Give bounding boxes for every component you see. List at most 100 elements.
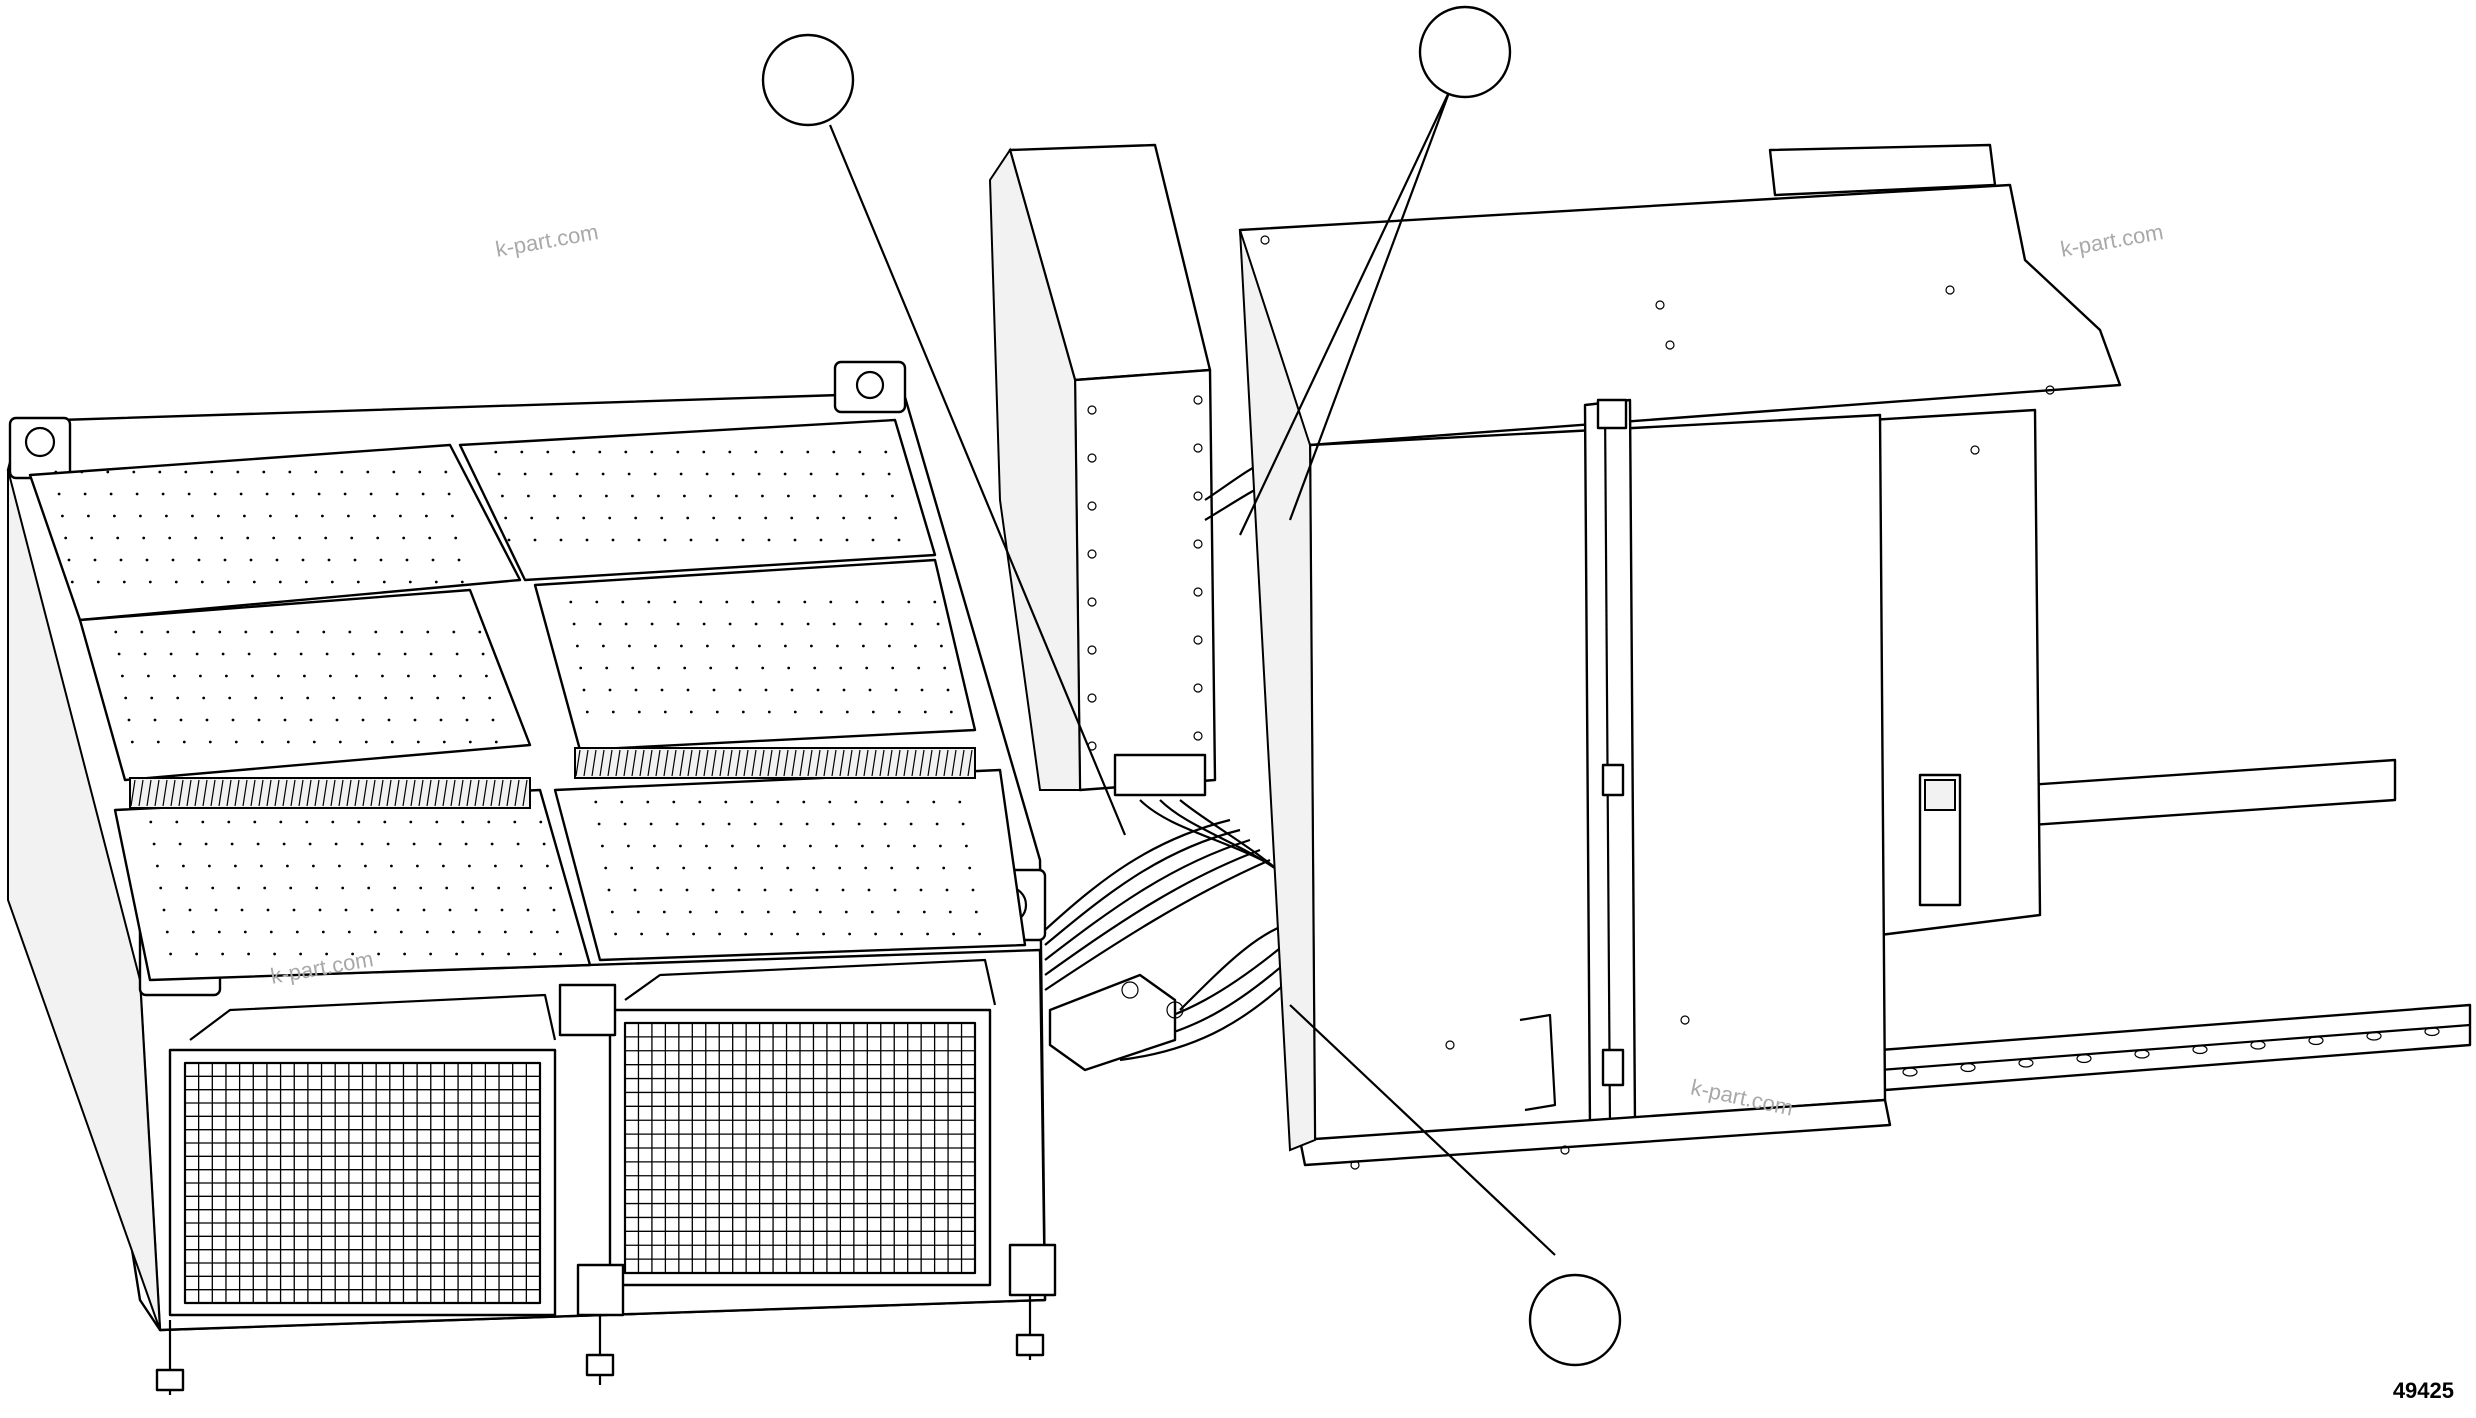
perforation-dot	[627, 472, 631, 476]
perforation-dot	[744, 932, 747, 936]
perforation-dot	[409, 820, 413, 824]
perforation-dot	[457, 558, 461, 562]
perforation-dot	[650, 622, 654, 626]
perforation-dot	[906, 800, 910, 804]
perforation-dot	[143, 652, 147, 656]
vent-slot	[967, 749, 973, 777]
perforation-dot	[195, 652, 199, 656]
leader-top-right-a	[1239, 89, 1451, 536]
perforation-dot	[725, 600, 729, 604]
perforation-dot	[327, 558, 331, 562]
perforation-dot	[624, 622, 628, 626]
perforation-dot	[910, 622, 914, 626]
perforation-dot	[109, 492, 113, 496]
perforation-dot	[865, 494, 868, 498]
perforation-dot	[204, 842, 208, 846]
perforation-dot	[159, 886, 163, 890]
perforation-dot	[497, 472, 501, 476]
perforation-dot	[549, 472, 553, 476]
vent-slot	[234, 779, 240, 807]
leader-top-right-b	[1288, 89, 1452, 521]
perforation-dot	[949, 710, 953, 714]
perforation-dot	[761, 666, 765, 670]
perforation-dot	[263, 886, 267, 890]
perforation-dot	[682, 866, 686, 870]
perforation-dot	[630, 866, 634, 870]
perforation-dot	[303, 674, 306, 678]
perforation-dot	[351, 652, 355, 656]
perforation-dot	[623, 822, 627, 826]
perforation-dot	[356, 580, 360, 584]
perforation-dot	[239, 492, 243, 496]
perforation-dot	[842, 516, 846, 520]
perforation-dot	[392, 470, 396, 474]
perforation-dot	[217, 930, 221, 934]
perforation-dot	[325, 652, 329, 656]
vent-slot	[290, 779, 296, 807]
perforation-dot	[402, 536, 406, 540]
bolt	[1193, 539, 1203, 549]
perforation-dot	[295, 930, 299, 934]
perforation-dot	[321, 514, 324, 518]
perforation-dot	[897, 538, 901, 542]
vent-slot	[338, 779, 344, 807]
perforation-dot	[900, 932, 903, 936]
perforation-dot	[254, 696, 258, 700]
perforation-dot	[945, 888, 949, 892]
perforation-dot	[818, 910, 822, 914]
vent-slot	[194, 779, 200, 807]
perforation-dot	[836, 644, 839, 648]
vent-strip-left	[129, 777, 531, 809]
vent-slot	[583, 749, 589, 777]
perforation-dot	[176, 696, 180, 700]
perforation-dot	[692, 932, 695, 936]
perforation-dot	[559, 952, 562, 956]
perforation-dot	[142, 536, 146, 540]
perforation-dot	[452, 630, 456, 634]
vent-slot	[394, 779, 400, 807]
perforation-dot	[358, 696, 362, 700]
perforation-dot	[410, 696, 414, 700]
perforation-dot	[158, 470, 162, 474]
perforation-dot	[124, 696, 128, 700]
perforation-dot	[462, 696, 466, 700]
perforation-dot	[715, 710, 719, 714]
perforation-dot	[116, 536, 120, 540]
perforation-dot	[790, 688, 794, 692]
bolt	[1087, 645, 1097, 655]
perforation-dot	[598, 450, 602, 454]
vent-slot	[130, 779, 136, 807]
vent-slot	[903, 749, 909, 777]
perforation-dot	[80, 470, 84, 474]
rail-hole	[2308, 1035, 2324, 1046]
perforation-dot	[943, 666, 947, 670]
perforation-dot	[819, 710, 823, 714]
perforation-dot	[894, 516, 898, 520]
perforation-dot	[579, 494, 582, 498]
perforation-dot	[412, 842, 416, 846]
perforation-dot	[70, 580, 74, 584]
perforation-dot	[90, 536, 94, 540]
perforation-dot	[636, 910, 640, 914]
vent-slot	[823, 749, 829, 777]
bolt	[1445, 1040, 1455, 1050]
perforation-dot	[757, 844, 760, 848]
perforation-dot	[523, 472, 527, 476]
vent-slot	[671, 749, 677, 777]
perforation-dot	[312, 740, 316, 744]
bolt	[1087, 405, 1097, 415]
perforation-dot	[286, 864, 289, 868]
perforation-dot	[353, 558, 357, 562]
perforation-dot	[341, 886, 345, 890]
perforation-dot	[946, 688, 950, 692]
perforation-dot	[958, 800, 962, 804]
bolt	[1087, 693, 1097, 703]
perforation-dot	[237, 886, 241, 890]
perforation-dot	[188, 908, 192, 912]
vent-slot	[615, 749, 621, 777]
perforation-dot	[301, 558, 305, 562]
perforation-dot	[442, 740, 446, 744]
vent-slot	[226, 779, 232, 807]
perforation-dot	[753, 822, 757, 826]
perforation-dot	[832, 450, 836, 454]
